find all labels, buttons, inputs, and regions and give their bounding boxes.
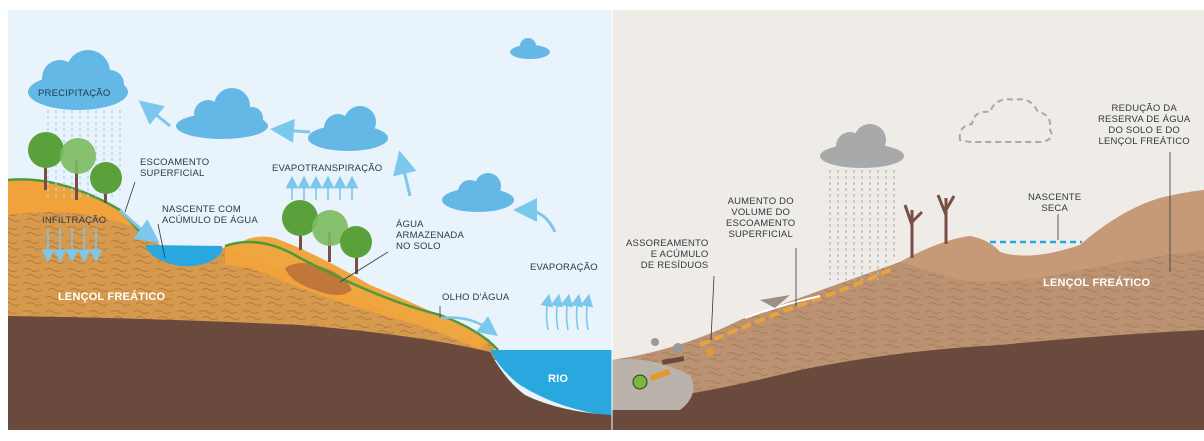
water-eye-arrow	[439, 316, 499, 336]
left-bedrock	[8, 316, 612, 430]
label-water-table-right: LENÇOL FREÁTICO	[1043, 277, 1151, 289]
runoff-streak	[699, 266, 896, 347]
evapotranspiration-arrows	[285, 175, 359, 200]
right-bedrock	[612, 330, 1204, 430]
cloud-left-4	[442, 173, 514, 212]
trees-middle	[282, 200, 372, 274]
label-water-eye: OLHO D'ÁGUA	[442, 292, 510, 303]
debris-item	[649, 368, 671, 382]
right-upper-soil	[900, 190, 1204, 282]
cloud-precipitation	[28, 50, 128, 110]
cloud-dashed	[958, 98, 1053, 143]
label-runoff-increase: AUMENTO DO VOLUME DO ESCOAMENTO SUPERFIC…	[726, 196, 796, 240]
runoff-arrow	[118, 208, 160, 244]
runoff-streak-white	[744, 295, 821, 319]
label-dry-spring: NASCENTE SECA	[1028, 192, 1082, 214]
debris-item	[706, 348, 714, 356]
dead-trees	[903, 194, 956, 258]
label-evaporation: EVAPORAÇÃO	[530, 262, 598, 273]
left-orange-topsoil	[8, 179, 135, 228]
debris-item	[760, 295, 790, 308]
label-evapotranspiration: EVAPOTRANSPIRAÇÃO	[272, 163, 383, 174]
label-silting: ASSOREAMENTO E ACÚMULO DE RESÍDUOS	[626, 238, 709, 271]
label-surface-runoff: ESCOAMENTO SUPERFICIAL	[140, 157, 210, 179]
leader-lines	[124, 152, 1171, 341]
debris-item	[651, 338, 659, 346]
cloud-small	[510, 38, 550, 59]
silt-slope	[612, 359, 694, 410]
label-river: RIO	[548, 373, 569, 385]
label-precipitation: PRECIPITAÇÃO	[38, 88, 111, 99]
cloud-left-3	[308, 106, 388, 151]
evaporation-arrows	[540, 293, 594, 331]
rain-right	[829, 170, 895, 280]
river-water	[490, 350, 612, 416]
debris-item	[661, 356, 685, 365]
spring-pond	[145, 245, 222, 267]
debris-item	[673, 343, 683, 353]
label-infiltration: INFILTRAÇÃO	[42, 215, 107, 226]
label-water-table-left: LENÇOL FREÁTICO	[58, 291, 166, 303]
infiltration-arrows	[41, 228, 103, 263]
left-grass-line	[7, 178, 499, 351]
right-soil-pattern	[612, 190, 1204, 400]
cloud-gray	[820, 124, 904, 168]
cloud-left-2	[176, 88, 268, 139]
label-soil-water: ÁGUA ARMAZENADA NO SOLO	[396, 219, 464, 252]
label-spring-water: NASCENTE COM ACÚMULO DE ÁGUA	[162, 204, 258, 226]
label-reserve-reduction: REDUÇÃO DA RESERVA DE ÁGUA DO SOLO E DO …	[1098, 103, 1191, 147]
soil-water-blob	[285, 263, 352, 295]
left-hill-top	[230, 236, 490, 345]
trees-left	[28, 132, 122, 203]
cycle-arrows	[138, 100, 557, 233]
debris-item	[632, 374, 648, 390]
